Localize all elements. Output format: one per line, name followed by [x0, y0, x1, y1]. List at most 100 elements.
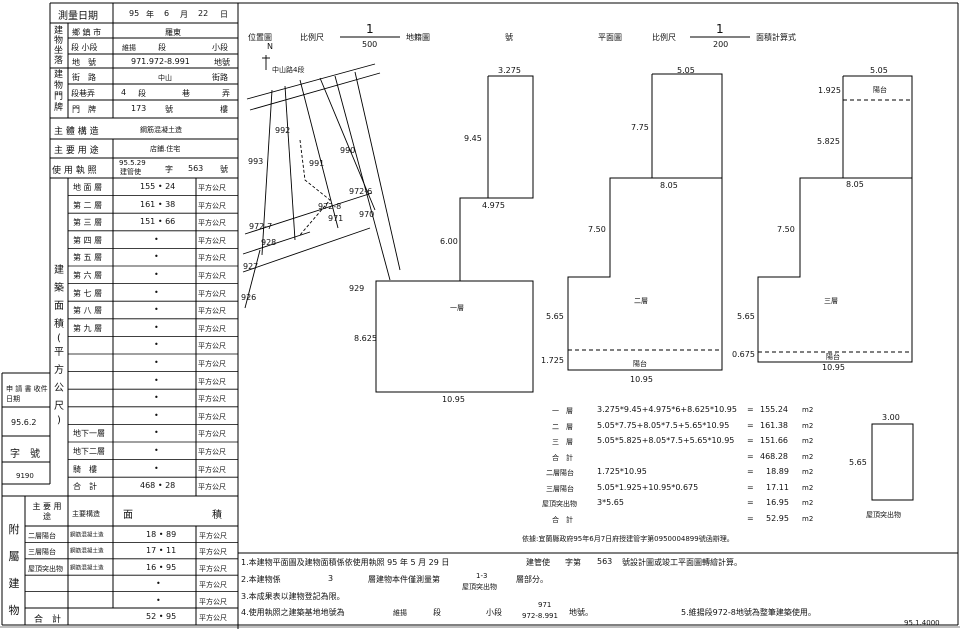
area-group-char: 尺 [54, 401, 64, 412]
annex-use: 三層陽台 [28, 548, 56, 557]
license-zi: 字 [165, 165, 173, 174]
calc-name: 二層陽台 [546, 469, 574, 477]
t-label: 三層 [824, 297, 838, 305]
floor-name: 地下一層 [73, 429, 105, 439]
loc-scale-label: 比例尺 [300, 33, 324, 42]
note-2-c: 層建物本件僅測量第 [368, 575, 440, 584]
license-type: 建管使 [120, 168, 141, 176]
lane-duan: 段 [138, 89, 146, 98]
door-label: 門 牌 [72, 105, 96, 114]
structure-value: 鋼筋混凝土造 [140, 126, 182, 134]
floor-name: 第 三 層 [73, 218, 103, 228]
g-dim-1: 3.275 [498, 66, 521, 75]
calc-name: 一 層 [552, 407, 573, 415]
annex-unit: 平方公尺 [199, 597, 227, 606]
floor-name: 地 面 層 [73, 183, 103, 192]
street-value: 中山 [158, 74, 172, 82]
floor-unit: 平方公尺 [198, 201, 226, 210]
plan-scale-den: 200 [713, 40, 729, 49]
floor-value: 468 • 28 [140, 481, 176, 491]
apply-date-label: 申 請 書 收件日期 [6, 385, 48, 403]
floor-value: • [154, 287, 159, 297]
license-no: 563 [188, 164, 204, 173]
floor-value: • [154, 322, 159, 332]
basis-text: 依據:宜蘭縣政府95年6月7日府授建管字第0950004899號函辦理。 [522, 535, 734, 543]
floor-value: 161 • 38 [140, 199, 176, 209]
note-3: 3.本成果表以建物登記為限。 [241, 592, 345, 601]
floor-value: 155 • 24 [140, 182, 176, 191]
calc-eq: = [747, 482, 754, 492]
lot-label: 971 [328, 214, 344, 223]
footer-code: 95.1.4000 [904, 619, 940, 627]
calc-value: 468.28 [760, 451, 788, 461]
calc-eq: = [747, 420, 754, 430]
note-1-e: 號設計圖或竣工平面圖轉繪計算。 [622, 558, 742, 567]
door-lou: 樓 [220, 105, 228, 114]
floor-unit: 平方公尺 [198, 430, 226, 439]
t-dim-5: 7.50 [777, 225, 795, 234]
note-4-e: 971 [538, 601, 552, 609]
lot-label: 972-6 [349, 187, 373, 196]
t-dim-4: 8.05 [846, 180, 864, 189]
roof-dim-h: 5.65 [849, 458, 867, 467]
floor-unit: 平方公尺 [198, 412, 226, 421]
floor-name: 第 八 層 [73, 306, 103, 316]
lot-label: 970 [359, 210, 375, 219]
lot-value: 971.972-8.991 [131, 57, 190, 66]
annex-total-label: 合 計 [34, 615, 62, 625]
north-arrow-label: N [267, 42, 273, 51]
lot-label: 972-8 [318, 202, 342, 211]
s-balcony: 陽台 [633, 360, 647, 368]
annex-unit: 平方公尺 [199, 564, 227, 573]
annex-row-lines [25, 542, 238, 592]
floor-value: • [154, 252, 159, 262]
lot-label: 993 [248, 157, 264, 166]
calc-unit: m2 [802, 468, 814, 476]
s-dim-7: 10.95 [630, 375, 653, 384]
calc-name: 三層陽台 [546, 484, 574, 493]
calc-unit: m2 [802, 514, 814, 523]
floor-value: • [154, 463, 159, 473]
usage-value: 店鋪.住宅 [150, 145, 181, 153]
zi-hao-value: 9190 [16, 472, 34, 480]
t-dim-6: 5.65 [737, 312, 755, 321]
calc-eq: = [747, 405, 754, 414]
calc-unit: m2 [802, 452, 814, 461]
area-group-char: 築 [54, 283, 64, 294]
plan-ground-floor [375, 75, 534, 393]
section-label: 段 小段 [71, 43, 98, 52]
survey-date-label: 測量日期 [58, 11, 98, 22]
area-group-char: ) [57, 415, 61, 426]
survey-year-unit: 年 [146, 10, 154, 19]
floor-name: 第 二 層 [73, 200, 103, 210]
floor-unit: 平方公尺 [198, 254, 226, 263]
floor-unit: 平方公尺 [198, 219, 226, 228]
annex-header-area2: 積 [212, 510, 222, 521]
note-4-g: 地號。 [569, 608, 593, 617]
note-2-e: 層部分。 [516, 575, 548, 584]
calc-value: 151.66 [760, 436, 788, 445]
annex-struct: 鋼筋混凝土造 [70, 564, 104, 571]
floor-value: • [154, 428, 159, 438]
calc-name: 合 計 [552, 453, 573, 462]
note-4-f: 972-8.991 [522, 612, 558, 620]
note-1-d: 563 [597, 557, 613, 566]
roof-dim-w: 3.00 [882, 413, 900, 422]
floor-unit: 平方公尺 [198, 465, 226, 474]
section-small: 小段 [212, 43, 228, 52]
area-group-char: 積 [54, 319, 64, 330]
area-group-char: 方 [54, 365, 64, 376]
survey-month: 6 [164, 9, 170, 18]
calc-value: 18.89 [766, 467, 789, 476]
annex-value: • [156, 579, 161, 589]
floor-value: • [154, 234, 159, 244]
plan-scale-label: 比例尺 [652, 33, 676, 42]
annex-use: 屋頂突出物 [28, 564, 63, 573]
g-dim-4: 6.00 [440, 237, 458, 246]
annex-header-area: 面 [123, 510, 133, 521]
t-dim-3: 5.825 [817, 137, 840, 146]
g-label: 一層 [450, 304, 464, 312]
note-2-a: 2.本建物係 [241, 575, 281, 584]
area-group-char: ( [57, 333, 61, 344]
calc-formula: 5.05*1.925+10.95*0.675 [597, 482, 699, 492]
